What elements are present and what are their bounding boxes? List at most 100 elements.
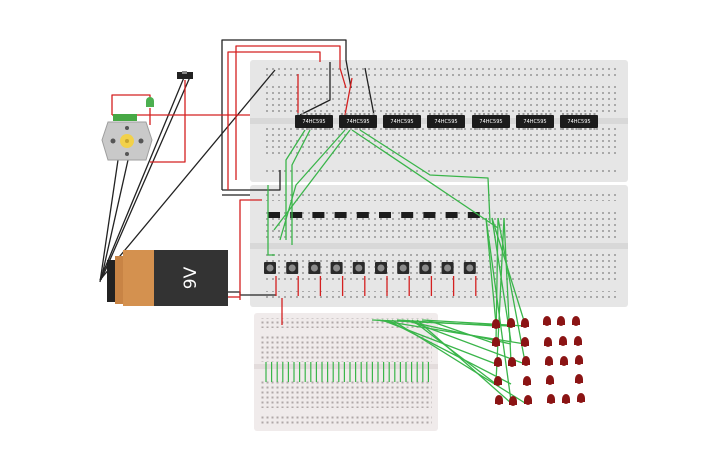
ic-pin [545,113,547,115]
red-led-base [495,400,503,404]
red-led-base [492,324,500,328]
breadboard-top-rail-lower [262,166,617,176]
push-button[interactable] [308,262,321,274]
dc-motor-shaft-center [125,139,129,143]
ic-label: 74HC595 [567,119,590,125]
wire-red-middle-rail [239,199,262,300]
ic-pin [496,113,499,115]
push-button[interactable] [352,262,365,274]
ic-pin [389,128,392,130]
ic-pin [566,128,569,130]
ic-pin [478,113,481,115]
push-button[interactable] [375,262,387,274]
slide-switch[interactable] [177,71,193,79]
ic-pin [496,128,499,130]
wire-black-rail-link [222,170,281,191]
red-led-base [494,381,502,385]
ic-pin [385,113,387,115]
ic-pin [536,113,538,115]
ic-pin [328,128,331,130]
ic-body [516,115,554,128]
ic-pin [562,128,564,130]
wire-green-led-feed [485,217,497,325]
wire-green-led-feed [503,217,512,363]
ic-label: 74HC595 [346,119,369,125]
breadboard-middle [250,185,628,307]
ic-pin [306,113,308,115]
ic-pin [310,113,313,115]
ic-pin [324,128,326,130]
breadboard-middle-rail-upper [262,191,617,201]
ic-pin [297,128,299,130]
push-button-cap [399,264,407,272]
red-led [509,396,517,406]
wire-black-ic-pin [364,67,375,116]
ic-pin [584,128,587,130]
ic-pin [315,113,317,115]
ic-74hc595: 74HC595 [472,113,510,130]
ic-pin [416,113,419,115]
ic-label: 74HC595 [390,119,413,125]
breadboard-bottom-rail-lower [260,414,432,424]
wire-black-battery-motor-a [99,159,119,283]
battery-clip [107,260,115,302]
battery-9v: 9V [107,250,228,306]
push-button[interactable] [330,262,343,274]
red-led [572,316,580,326]
push-button[interactable] [397,262,410,274]
ic-pin [593,113,596,115]
ic-pin [562,113,564,115]
push-button[interactable] [286,262,299,274]
ic-pin [447,128,449,130]
ic-pin [593,128,596,130]
ic-pin [442,113,445,115]
ic-label: 74HC595 [523,119,546,125]
push-button[interactable] [463,262,476,274]
ic-pin [505,113,508,115]
ic-pin [589,113,591,115]
ic-pin [429,113,431,115]
push-button-cap [310,264,318,272]
push-button-cap [421,264,429,272]
ic-pin [433,113,436,115]
ic-body [383,115,421,128]
wire-green-led-return [376,319,526,345]
ic-pin [540,113,543,115]
wire-green-loop [267,185,275,256]
wire-red-top-inner [227,51,321,190]
ic-pin [474,128,476,130]
ic-pin [438,128,440,130]
red-led-array [492,316,585,406]
red-led-base [543,321,551,325]
ic-pin [540,128,543,130]
wire-red-ic-vcc [344,77,353,116]
ic-pin [341,128,343,130]
ic-pin [474,113,476,115]
ic-pin [350,113,352,115]
pulldown-resistors [268,212,480,218]
push-button-cap [377,264,385,272]
ic-pin [301,113,304,115]
ic-pin [442,128,445,130]
red-led [492,319,500,329]
wire-green-led-return [391,319,526,404]
red-led [494,357,502,367]
red-led [575,355,583,365]
wire-green-led-return [416,319,512,404]
ic-74hc595: 74HC595 [560,113,598,130]
ic-pin [345,113,348,115]
green-led [146,97,154,107]
red-led [495,395,503,405]
push-button-cap [266,264,274,272]
push-button[interactable] [441,262,454,274]
push-button[interactable] [264,262,276,274]
ic-pin [571,128,573,130]
ic-pin [531,113,534,115]
push-button[interactable] [419,262,432,274]
ic-label: 74HC595 [434,119,457,125]
resistor-chip [268,212,280,218]
ic-74hc595: 74HC595 [516,113,554,130]
ic-74hc595: 74HC595 [427,113,465,130]
red-led [547,394,555,404]
wire-green-led-return [406,319,526,365]
